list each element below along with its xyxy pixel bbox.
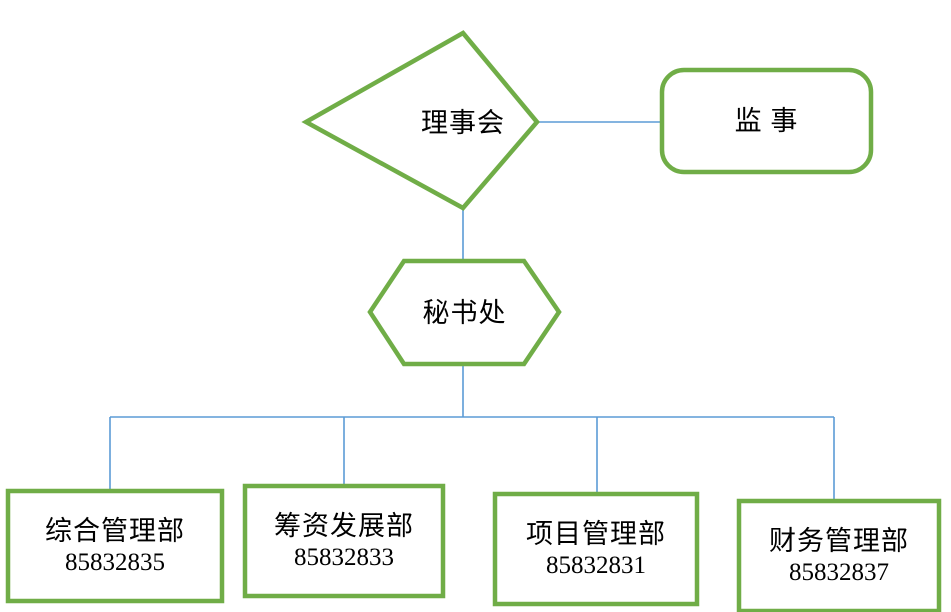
shape-dept-box-2[interactable] xyxy=(242,483,446,599)
shape-dept-box-4[interactable] xyxy=(736,498,942,612)
shape-secretariat-hexagon[interactable] xyxy=(367,258,562,367)
connector-group xyxy=(109,121,835,501)
shape-dept-box-3[interactable] xyxy=(492,491,700,607)
shape-board-diamond[interactable] xyxy=(301,30,540,211)
shape-supervisor-rounded-rect[interactable] xyxy=(659,67,874,175)
shape-dept-box-1[interactable] xyxy=(5,488,225,604)
